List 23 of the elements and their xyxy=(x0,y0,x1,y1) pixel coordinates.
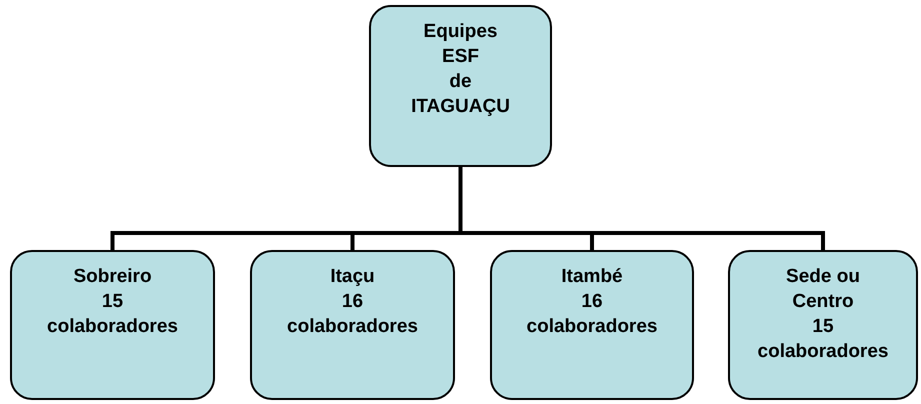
box-text: Sobreiro xyxy=(73,265,152,289)
box-text: colaboradores xyxy=(287,315,418,339)
connector-line xyxy=(458,167,825,250)
box-text: colaboradores xyxy=(758,340,888,364)
box-text: colaboradores xyxy=(47,315,178,339)
box-text: Equipes xyxy=(424,20,498,44)
box-text: Itambé xyxy=(561,265,623,289)
box-text: ESF xyxy=(442,45,479,69)
box-text: Centro xyxy=(792,290,854,314)
rounded-box xyxy=(728,250,918,400)
box-text: 16 xyxy=(581,290,603,314)
rounded-box xyxy=(490,250,694,400)
box-text: de xyxy=(449,70,472,94)
rounded-box xyxy=(250,250,455,400)
box-text: 15 xyxy=(102,290,124,314)
box-text: colaboradores xyxy=(526,315,658,339)
box-text: Itaçu xyxy=(330,265,375,289)
rounded-box xyxy=(369,5,552,167)
box-text: Sede ou xyxy=(786,265,860,289)
box-text: 15 xyxy=(812,315,834,339)
box-text: 16 xyxy=(342,290,364,314)
box-text: ITAGUAÇU xyxy=(411,95,510,119)
rounded-box xyxy=(10,250,215,400)
